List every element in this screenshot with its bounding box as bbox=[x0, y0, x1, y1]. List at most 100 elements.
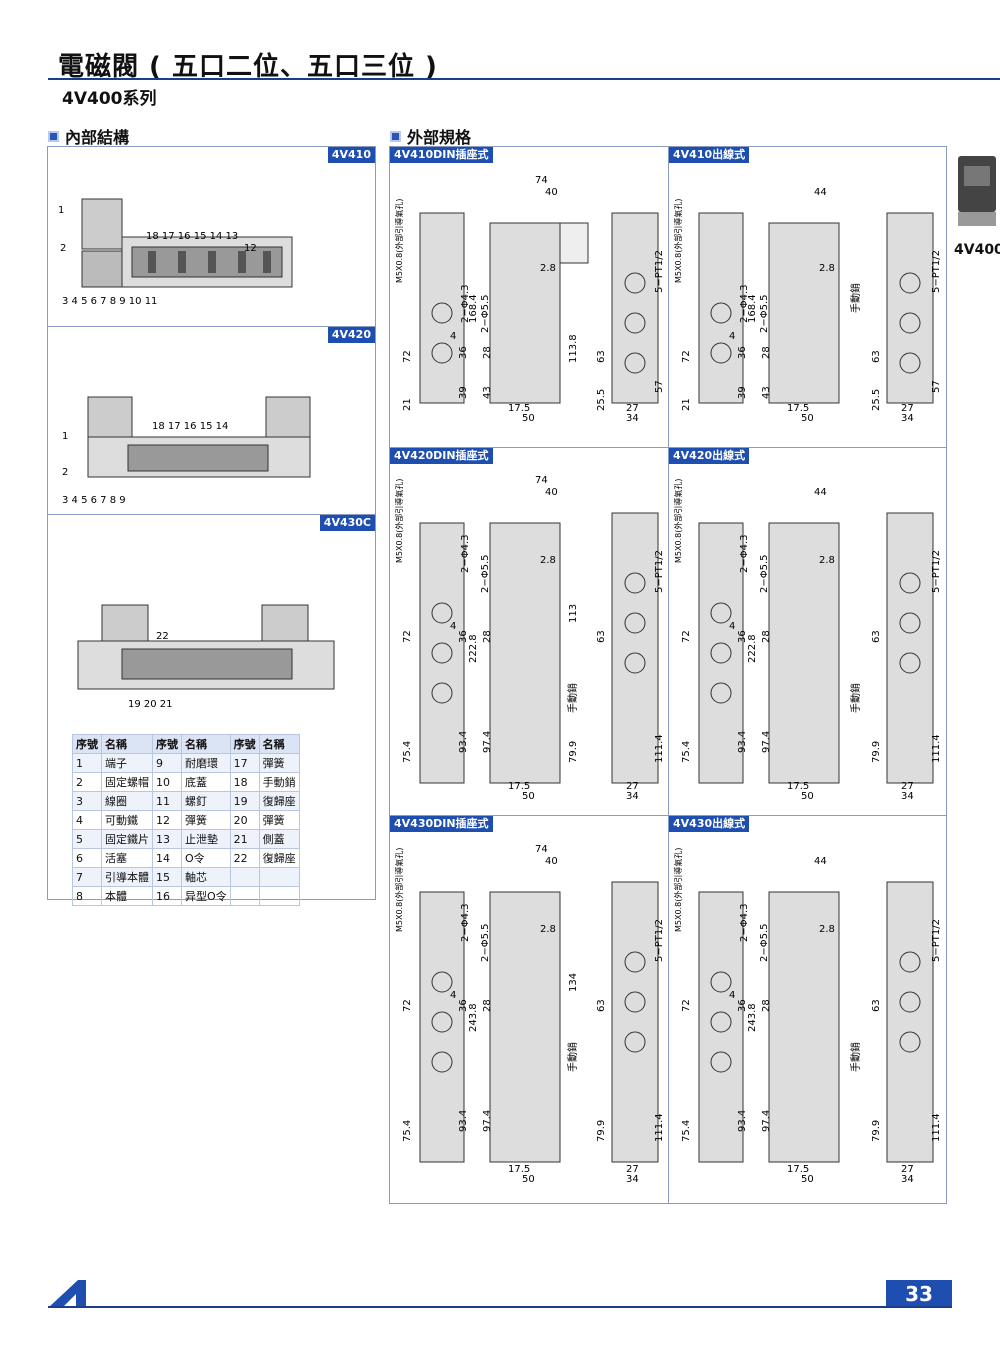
svg-text:43: 43 bbox=[482, 386, 493, 399]
callout-numbers: 3 4 5 6 7 8 9 10 11 bbox=[62, 296, 157, 307]
svg-text:72: 72 bbox=[681, 350, 692, 363]
svg-text:40: 40 bbox=[545, 487, 558, 498]
internal-panel-4v430c: 4V430C 22 19 20 21 bbox=[48, 515, 375, 735]
svg-text:5−PT1/2: 5−PT1/2 bbox=[931, 250, 942, 293]
svg-text:39: 39 bbox=[737, 386, 748, 399]
svg-text:21: 21 bbox=[681, 398, 692, 411]
table-header-row: 序號名稱 序號名稱 序號名稱 bbox=[72, 734, 300, 754]
svg-text:74: 74 bbox=[535, 475, 548, 486]
svg-text:74: 74 bbox=[535, 175, 548, 186]
page-number: 33 bbox=[886, 1280, 952, 1308]
footer-rule bbox=[48, 1306, 952, 1308]
svg-text:1: 1 bbox=[62, 431, 68, 442]
svg-text:4: 4 bbox=[729, 990, 735, 1001]
svg-text:M5X0.8(外部引導氣孔): M5X0.8(外部引導氣孔) bbox=[394, 848, 404, 932]
svg-text:2−Φ4.3: 2−Φ4.3 bbox=[739, 903, 750, 942]
svg-text:34: 34 bbox=[626, 1174, 639, 1185]
svg-text:2.8: 2.8 bbox=[819, 924, 835, 935]
svg-text:34: 34 bbox=[626, 791, 639, 802]
internal-section-heading: 內部結構 bbox=[48, 124, 129, 148]
svg-text:28: 28 bbox=[761, 999, 772, 1012]
svg-text:2−Φ4.3: 2−Φ4.3 bbox=[460, 284, 471, 323]
svg-text:手動銷: 手動銷 bbox=[566, 1042, 579, 1072]
svg-text:63: 63 bbox=[871, 350, 882, 363]
svg-text:17.5: 17.5 bbox=[508, 1164, 530, 1175]
svg-text:50: 50 bbox=[522, 791, 535, 802]
svg-text:93.4: 93.4 bbox=[458, 1110, 469, 1132]
svg-text:36: 36 bbox=[458, 630, 469, 643]
svg-text:40: 40 bbox=[545, 187, 558, 198]
svg-text:28: 28 bbox=[761, 630, 772, 643]
svg-text:75.4: 75.4 bbox=[681, 741, 692, 763]
svg-text:21: 21 bbox=[402, 398, 413, 411]
svg-text:4: 4 bbox=[729, 621, 735, 632]
panel-tag: 4V430C bbox=[319, 515, 375, 531]
svg-text:M5X0.8(外部引導氣孔): M5X0.8(外部引導氣孔) bbox=[394, 199, 404, 283]
svg-text:2−Φ5.5: 2−Φ5.5 bbox=[480, 294, 491, 333]
svg-text:手動銷: 手動銷 bbox=[566, 683, 579, 713]
panel-tag: 4V410DIN插座式 bbox=[390, 147, 493, 163]
side-series-label: 4V400 bbox=[954, 242, 1000, 258]
brand-logo-icon bbox=[48, 1280, 86, 1308]
valve-cross-section-4v430c: 22 19 20 21 bbox=[77, 604, 335, 710]
svg-text:5−PT1/2: 5−PT1/2 bbox=[654, 550, 665, 593]
svg-text:243.8: 243.8 bbox=[468, 1003, 479, 1032]
svg-text:17.5: 17.5 bbox=[787, 403, 809, 414]
svg-text:79.9: 79.9 bbox=[596, 1120, 607, 1142]
svg-text:2−Φ5.5: 2−Φ5.5 bbox=[759, 554, 770, 593]
svg-text:111.4: 111.4 bbox=[931, 734, 942, 763]
title-rule bbox=[48, 78, 1000, 80]
svg-text:25.5: 25.5 bbox=[596, 389, 607, 411]
panel-tag: 4V430出線式 bbox=[669, 816, 750, 832]
svg-text:17.5: 17.5 bbox=[508, 781, 530, 792]
svg-text:5−PT1/2: 5−PT1/2 bbox=[931, 919, 942, 962]
svg-text:2−Φ4.3: 2−Φ4.3 bbox=[460, 903, 471, 942]
svg-text:50: 50 bbox=[801, 791, 814, 802]
panel-tag: 4V410出線式 bbox=[669, 147, 750, 163]
svg-text:97.4: 97.4 bbox=[482, 731, 493, 753]
svg-text:111.4: 111.4 bbox=[654, 1113, 665, 1142]
svg-text:5−PT1/2: 5−PT1/2 bbox=[654, 919, 665, 962]
svg-text:4: 4 bbox=[450, 990, 456, 1001]
svg-text:93.4: 93.4 bbox=[737, 731, 748, 753]
svg-text:2.8: 2.8 bbox=[819, 263, 835, 274]
svg-text:222.8: 222.8 bbox=[468, 634, 479, 663]
svg-text:111.4: 111.4 bbox=[931, 1113, 942, 1142]
svg-text:27: 27 bbox=[626, 781, 639, 792]
svg-text:2: 2 bbox=[62, 467, 68, 478]
valve-cross-section-4v410: 18 17 16 15 14 13 3 4 5 6 7 8 9 10 11 12… bbox=[58, 198, 293, 307]
bullet-square-icon bbox=[48, 130, 59, 142]
svg-text:2.8: 2.8 bbox=[819, 555, 835, 566]
panel-tag: 4V410 bbox=[327, 147, 375, 163]
svg-text:72: 72 bbox=[402, 999, 413, 1012]
svg-text:168.4: 168.4 bbox=[747, 294, 758, 323]
svg-text:27: 27 bbox=[626, 403, 639, 414]
svg-text:72: 72 bbox=[402, 350, 413, 363]
svg-text:113.8: 113.8 bbox=[568, 334, 579, 363]
svg-text:63: 63 bbox=[596, 630, 607, 643]
svg-text:36: 36 bbox=[458, 999, 469, 1012]
svg-text:93.4: 93.4 bbox=[737, 1110, 748, 1132]
bullet-square-icon bbox=[390, 130, 401, 142]
svg-text:43: 43 bbox=[761, 386, 772, 399]
svg-text:34: 34 bbox=[901, 413, 914, 424]
svg-text:44: 44 bbox=[814, 187, 827, 198]
internal-panel-4v410: 4V410 18 17 16 15 14 13 3 4 5 6 7 8 9 10… bbox=[48, 147, 375, 327]
svg-text:111.4: 111.4 bbox=[654, 734, 665, 763]
svg-text:2−Φ5.5: 2−Φ5.5 bbox=[759, 294, 770, 333]
svg-text:34: 34 bbox=[901, 791, 914, 802]
panel-tag: 4V420DIN插座式 bbox=[390, 448, 493, 464]
svg-text:79.9: 79.9 bbox=[871, 1120, 882, 1142]
product-thumbnail-image bbox=[958, 156, 996, 226]
svg-text:17.5: 17.5 bbox=[508, 403, 530, 414]
